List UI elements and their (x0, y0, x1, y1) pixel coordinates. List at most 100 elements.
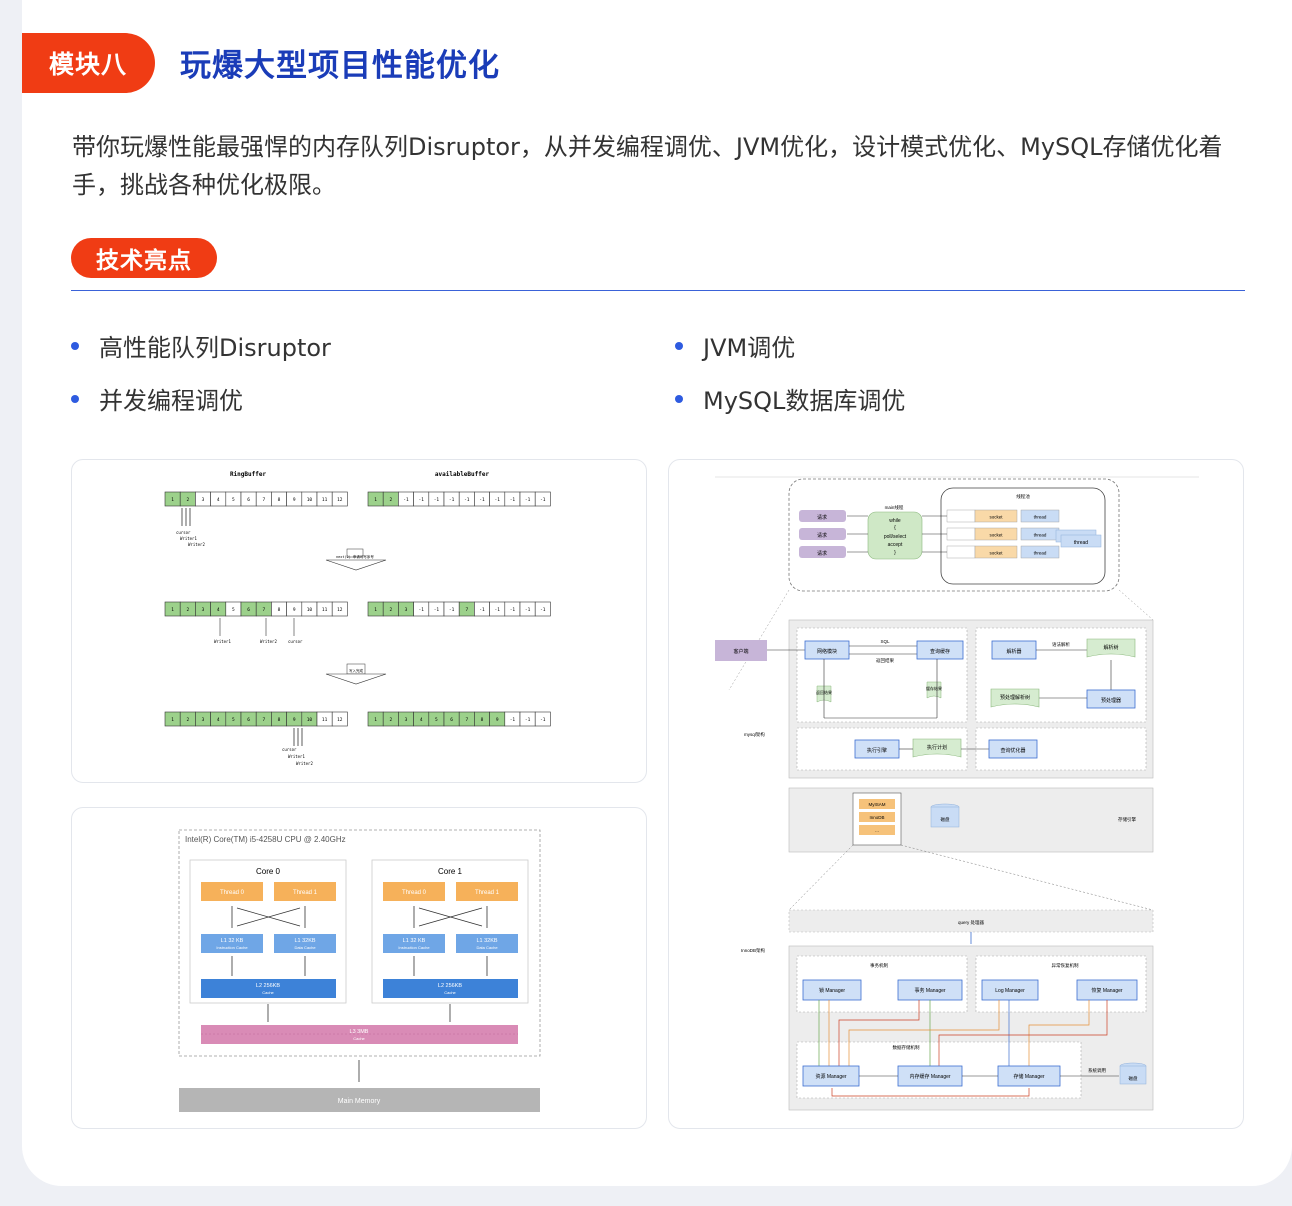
thread-box (1020, 545, 1060, 559)
ring-cell-label: 3 (405, 607, 408, 613)
flow-label: SQL (880, 639, 890, 644)
ring-cell-label: 1 (374, 607, 377, 613)
step-note: next(2) 申请可写序号 (336, 554, 374, 559)
lock-manager: 锁 Manager (819, 987, 845, 994)
module-title: 玩爆大型项目性能优化 (180, 48, 500, 84)
socket-box (974, 509, 1018, 523)
parser: 解析器 (1006, 648, 1021, 655)
highlight-item: JVM调优 (675, 328, 795, 363)
storage-manager: 存储 Manager (1013, 1073, 1044, 1080)
ring-cell-label: 4 (217, 717, 220, 723)
ring-cell-label: -1 (449, 497, 455, 503)
ring-cell-label: 2 (186, 497, 189, 503)
ring-cell-label: -1 (479, 497, 485, 503)
thread-label: thread (1034, 515, 1047, 520)
socket-label: socket (989, 551, 1003, 556)
slot-box (946, 545, 976, 559)
l1d-sub: Data Cache (294, 945, 316, 950)
ring-cell-label: 10 (307, 607, 313, 613)
req-label: 请求 (817, 532, 827, 539)
ring-cell-label: 5 (232, 497, 235, 503)
l1i-label: L1 32 KB (221, 938, 244, 944)
flow-label: 语法解析 (1052, 641, 1070, 648)
code-line: { (894, 525, 896, 531)
pointer-label: Writer1 (214, 639, 231, 644)
thread-label: Thread 0 (220, 890, 245, 896)
ring-cell-label: 9 (293, 497, 296, 503)
pointer-label: Writer1 (288, 754, 305, 759)
ring-cell-label: -1 (540, 497, 546, 503)
bullet-icon (675, 341, 683, 350)
ring-cell-label: 2 (186, 717, 189, 723)
socket-box (974, 545, 1018, 559)
ring-cell-label: 6 (247, 497, 250, 503)
highlight-text: JVM调优 (703, 334, 796, 362)
exec-engine: 执行引擎 (867, 747, 887, 754)
innodb: InnoDB (869, 815, 884, 820)
main-memory-label: Main Memory (338, 1098, 381, 1105)
req-label: 请求 (817, 514, 827, 521)
syscall-label: 系统调用 (1088, 1067, 1106, 1074)
core1-label: Core 1 (438, 867, 463, 876)
pointer-label: Writer2 (296, 761, 313, 766)
ring-cell (331, 491, 348, 507)
l3-sub: Cache (353, 1036, 365, 1041)
cache-label: 缓存结果 (926, 685, 942, 691)
ring-cell-label: 12 (337, 607, 343, 613)
ring-cell-label: 7 (262, 717, 265, 723)
engine-label: 存储引擎 (1118, 816, 1136, 823)
ring-cell-label: 2 (389, 497, 392, 503)
module-description: 带你玩爆性能最强悍的内存队列Disruptor，从并发编程调优、JVM优化，设计… (72, 133, 1223, 199)
ring-cell-label: -1 (418, 607, 424, 613)
thread-label: Thread 0 (402, 890, 427, 896)
ring-cell-label: 10 (307, 717, 313, 723)
pointer-label: Writer1 (180, 536, 197, 541)
disk-label: 磁盘 (941, 816, 950, 823)
disk2-label: 磁盘 (1129, 1075, 1138, 1082)
log-manager: Log Manager (995, 988, 1025, 994)
slot-box (946, 509, 976, 523)
arch-label: mysql架构 (744, 731, 765, 738)
ring-cell-label: 7 (465, 717, 468, 723)
ring-cell-label: 6 (247, 717, 250, 723)
net-module: 网络模块 (817, 648, 837, 655)
availablebuffer-title: availableBuffer (435, 471, 490, 478)
ring-cell-label: 2 (389, 717, 392, 723)
ring-cell-label: 11 (322, 497, 328, 503)
ring-cell-label: 3 (202, 497, 205, 503)
ring-cell-label: -1 (494, 607, 500, 613)
ring-cell (534, 601, 551, 617)
ring-cell-label: 5 (232, 717, 235, 723)
pointer-label: Writer2 (188, 542, 205, 547)
l2-sub: Cache (444, 990, 456, 995)
thread-label: thread (1034, 551, 1047, 556)
ring-cell-label: 1 (374, 717, 377, 723)
l1i-label: L1 32 KB (403, 938, 426, 944)
pointer-label: cursor (288, 639, 303, 644)
ring-cell-label: 8 (481, 717, 484, 723)
ring-cell-label: -1 (403, 497, 409, 503)
ring-cell-label: -1 (540, 607, 546, 613)
myisam: MyISAM (868, 802, 885, 807)
ring-cell-label: 3 (202, 717, 205, 723)
memory-manager: 内存缓存 Manager (909, 1073, 950, 1080)
bullet-icon (71, 341, 79, 350)
bullet-icon (71, 394, 79, 403)
ring-cell-label: 9 (496, 717, 499, 723)
ring-cell-label: 6 (450, 717, 453, 723)
recovery-label: 异常恢复机制 (1052, 962, 1079, 969)
code-line: while (889, 518, 901, 524)
bullet-icon (675, 394, 683, 403)
l1i-sub: Instruction Cache (398, 945, 430, 950)
l2-sub: Cache (262, 990, 274, 995)
ring-cell-label: 11 (322, 607, 328, 613)
l1i-sub: Instruction Cache (216, 945, 248, 950)
ring-cell (331, 711, 348, 727)
cpu-cache-diagram: Intel(R) Core(TM) i5-4258U CPU @ 2.40GHz… (71, 807, 647, 1129)
tx-manager: 事务 Manager (914, 987, 945, 994)
socket-label: socket (989, 533, 1003, 538)
step-note: 写入完成 (349, 668, 363, 673)
ring-cell (534, 491, 551, 507)
highlight-item: MySQL数据库调优 (675, 381, 905, 416)
